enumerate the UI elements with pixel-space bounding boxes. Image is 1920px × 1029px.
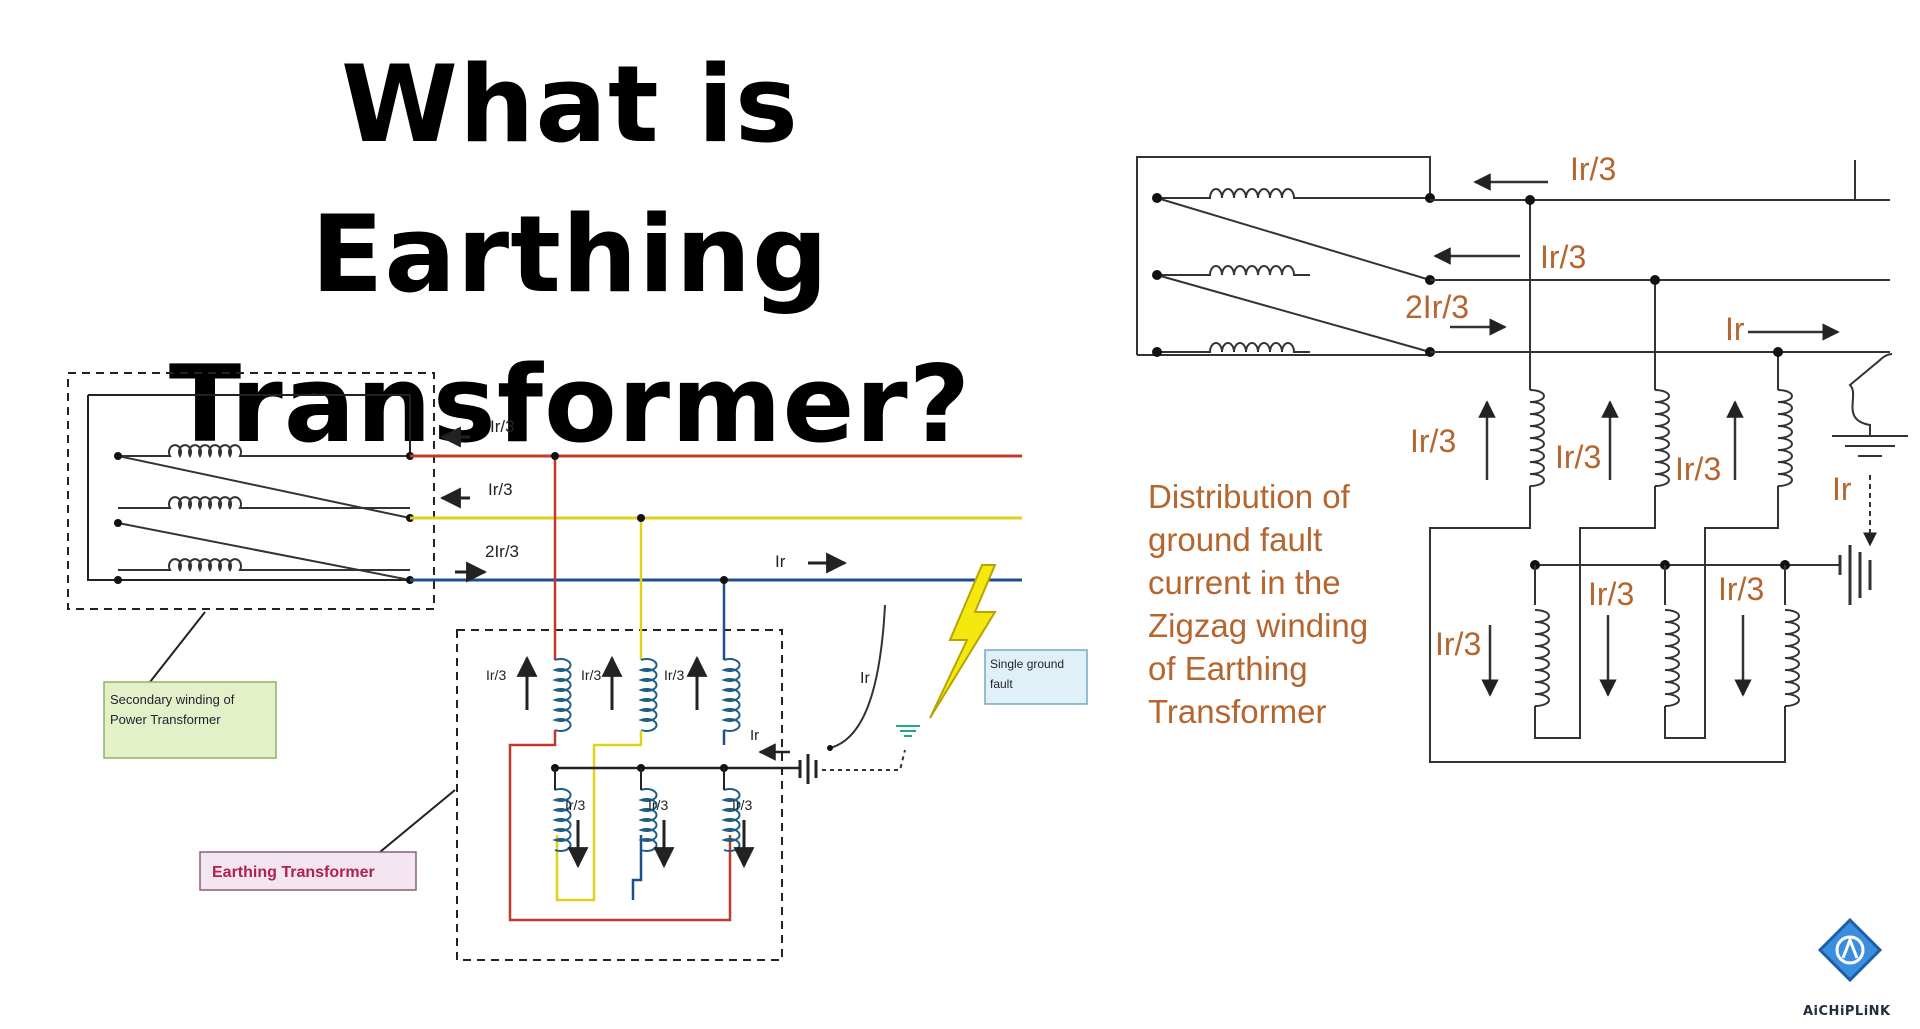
earth-icon xyxy=(896,725,920,737)
label-fault-box xyxy=(984,649,1088,705)
label-earthing: Earthing Transformer xyxy=(212,864,375,881)
left-current-bottom: 2Ir/3 xyxy=(485,542,519,561)
right-coil-down-label-2: Ir/3 xyxy=(1588,576,1634,612)
caption-line-5: of Earthing xyxy=(1148,650,1308,687)
label-power-winding xyxy=(103,681,277,759)
left-coil-down-label-2: Ir/3 xyxy=(648,797,668,813)
caption-line-4: Zigzag winding xyxy=(1148,607,1368,644)
right-lower-coils xyxy=(1534,609,1800,707)
right-current-middle: Ir/3 xyxy=(1540,239,1586,275)
right-upper-coils xyxy=(1529,389,1793,487)
left-current-top: Ir/3 xyxy=(490,417,515,436)
right-coil-up-label-2: Ir/3 xyxy=(1555,439,1601,475)
title-line-2: Transformer? xyxy=(168,343,972,466)
right-earth-icon xyxy=(1832,435,1908,457)
right-coil-up-label-3: Ir/3 xyxy=(1675,451,1721,487)
caption-line-3: current in the xyxy=(1148,564,1341,601)
label-fault-text: Single ground fault xyxy=(990,657,1065,691)
left-coil-down-label-1: Ir/3 xyxy=(565,797,585,813)
right-caption: Distribution of ground fault current in … xyxy=(1148,478,1368,730)
right-ground-current: Ir xyxy=(1832,471,1852,507)
power-winding-coils xyxy=(117,444,411,581)
earthing-transformer-box xyxy=(456,629,783,961)
brand-name: AiCHiPLiNK xyxy=(1803,1004,1891,1019)
caption-line-1: Distribution of xyxy=(1148,478,1351,515)
power-inner-frame xyxy=(87,394,411,581)
left-diagram: Ir/3 Ir/3 2Ir/3 Ir Ir/3 Ir/3 Ir/3 xyxy=(67,372,1088,961)
left-lower-coils xyxy=(552,788,741,852)
page-title: What is Earthing Transformer? xyxy=(90,30,1050,480)
label-earthing-box xyxy=(199,851,417,891)
right-current-fault: Ir xyxy=(1725,311,1745,347)
left-current-middle: Ir/3 xyxy=(488,480,513,499)
left-ground-current: Ir xyxy=(750,727,759,744)
right-coil-down-label-1: Ir/3 xyxy=(1435,626,1481,662)
brand-logo-icon xyxy=(1817,917,1883,983)
left-current-fault: Ir xyxy=(775,552,786,571)
right-current-top: Ir/3 xyxy=(1570,151,1616,187)
right-current-bottom: 2Ir/3 xyxy=(1405,289,1469,325)
caption-line-2: ground fault xyxy=(1148,521,1322,558)
right-coil-down-label-3: Ir/3 xyxy=(1718,571,1764,607)
left-coil-up-label-3: Ir/3 xyxy=(664,667,684,683)
left-upper-coils xyxy=(552,658,741,732)
right-power-coils xyxy=(1156,188,1431,353)
left-fault-current: Ir xyxy=(860,670,870,687)
right-coil-up-label-1: Ir/3 xyxy=(1410,423,1456,459)
right-diagram: Ir/3 Ir/3 2Ir/3 Ir Ir/3 Ir/3 Ir/3 xyxy=(1136,151,1908,763)
left-coil-up-label-1: Ir/3 xyxy=(486,667,506,683)
caption-line-6: Transformer xyxy=(1148,693,1326,730)
power-transformer-box xyxy=(67,372,435,610)
left-coil-down-label-3: Ir/3 xyxy=(732,797,752,813)
label-power-winding-text: Secondary winding of Power Transformer xyxy=(110,692,235,727)
title-line-1: What is Earthing xyxy=(310,43,830,316)
left-coil-up-label-2: Ir/3 xyxy=(581,667,601,683)
lightning-icon xyxy=(929,564,997,719)
